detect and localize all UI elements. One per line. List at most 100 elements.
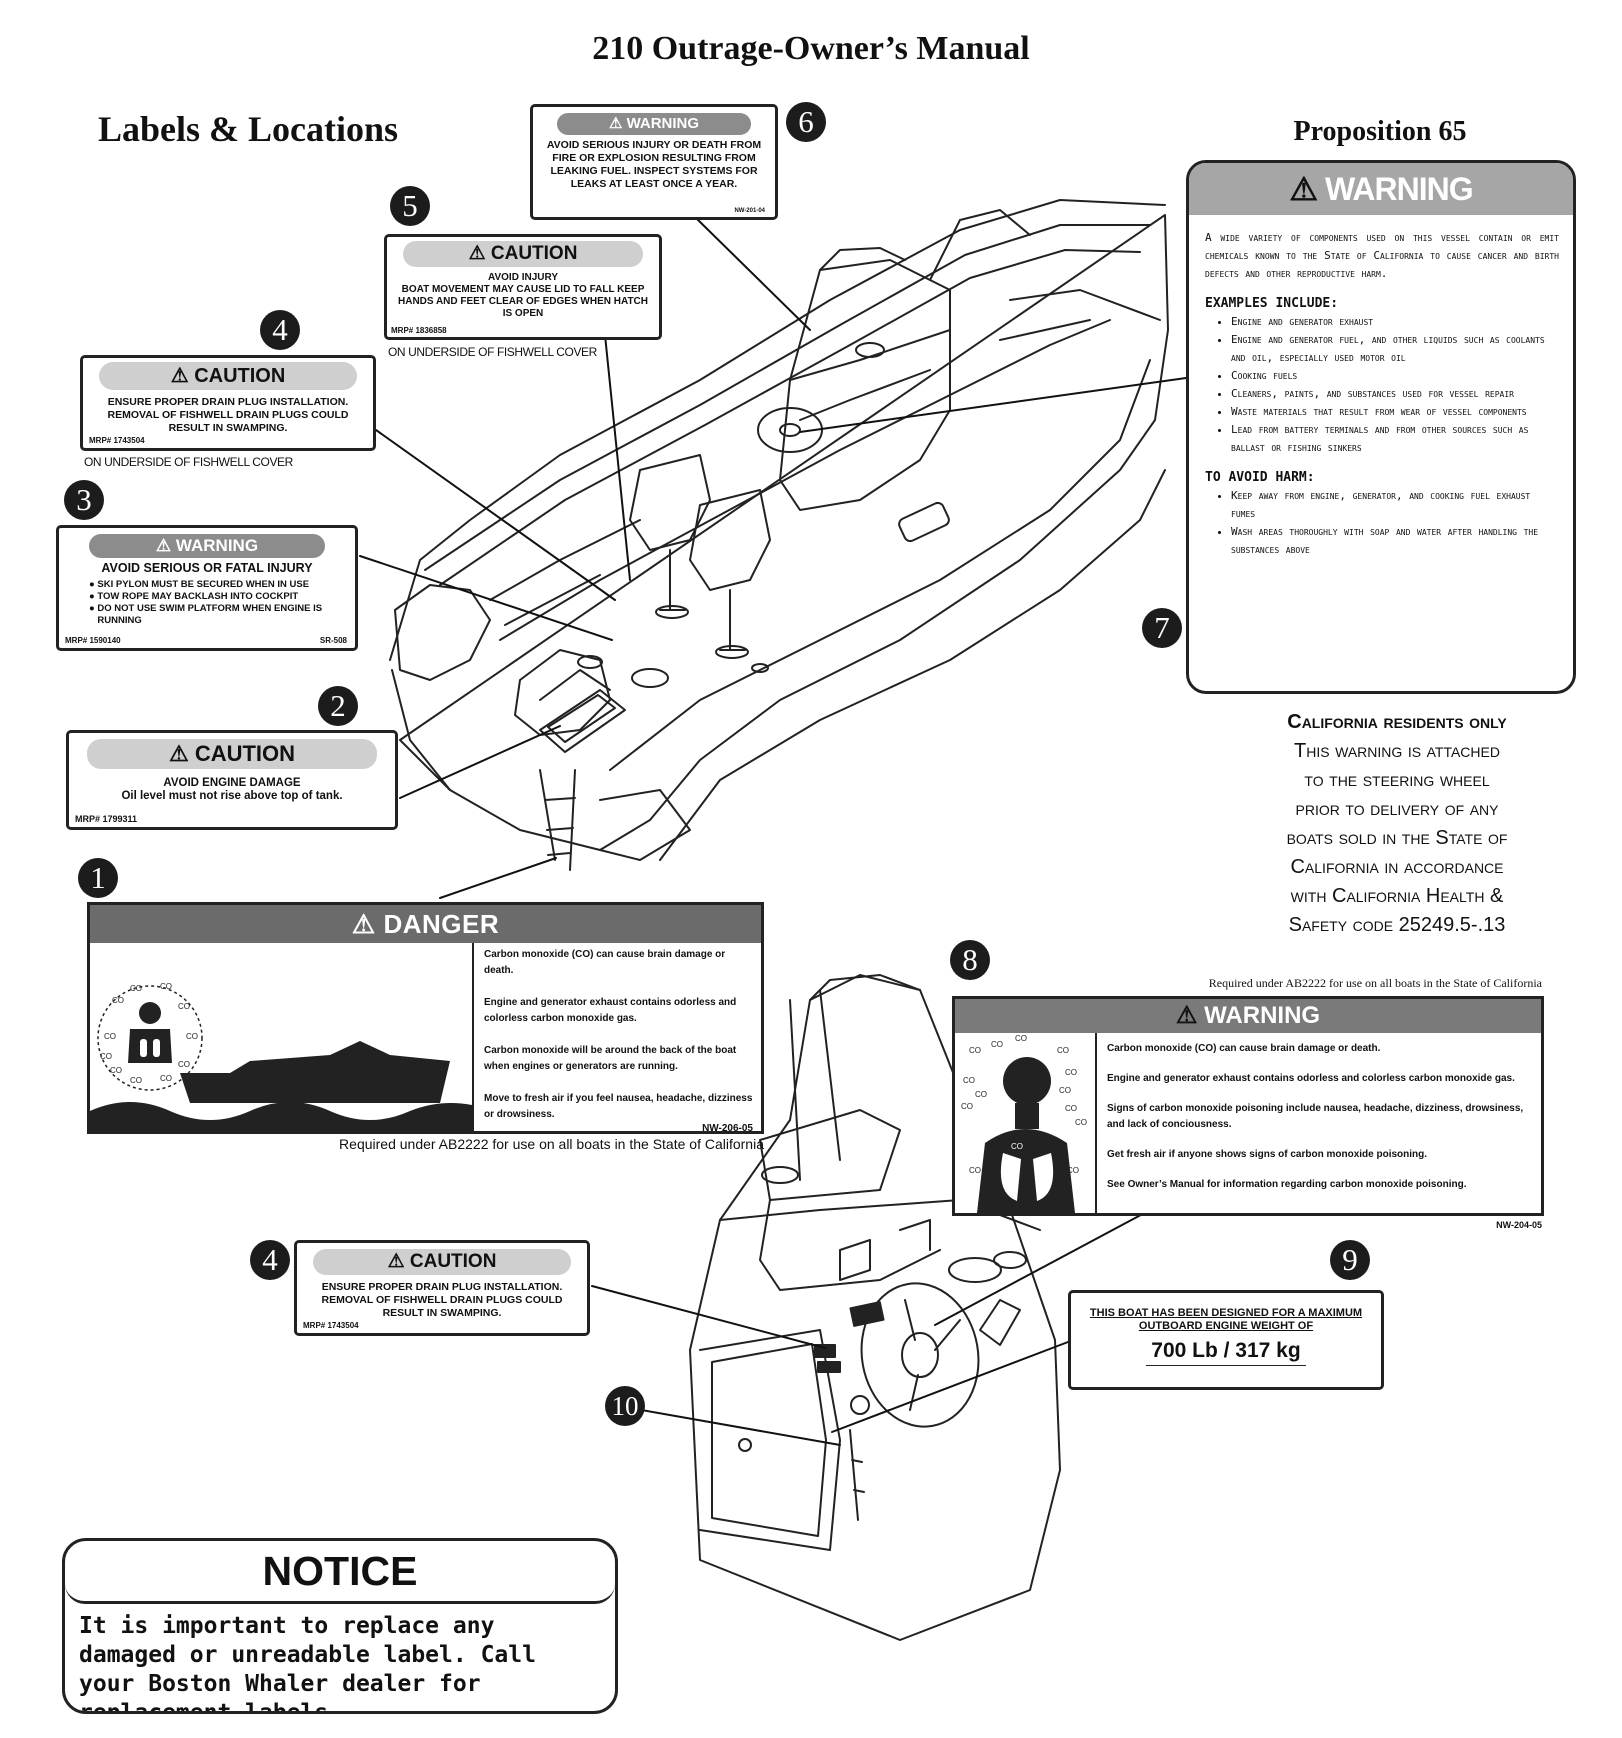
badge-10: 10	[605, 1386, 645, 1426]
prop65-title: Proposition 65	[1293, 116, 1467, 147]
label-3-headline: AVOID SERIOUS OR FATAL INJURY	[101, 561, 313, 575]
svg-text:CO: CO	[178, 1002, 190, 1011]
label-3-code: SR-508	[319, 636, 347, 645]
label-4-mrp: MRP# 1743504	[89, 436, 145, 445]
svg-text:CO: CO	[178, 1060, 190, 1069]
svg-text:CO: CO	[969, 1166, 981, 1175]
svg-text:CO: CO	[1003, 1164, 1015, 1173]
label-9-rule	[1146, 1365, 1306, 1366]
svg-text:CO: CO	[969, 1046, 981, 1055]
label-5-fishwell-lid-caution: ⚠ CAUTION AVOID INJURY BOAT MOVEMENT MAY…	[384, 234, 662, 340]
prop65-examples-heading: EXAMPLES INCLUDE:	[1205, 296, 1339, 311]
label-3-list: ● SKI PYLON MUST BE SECURED WHEN IN USE …	[89, 579, 355, 627]
prop65-avoid-heading: TO AVOID HARM:	[1205, 470, 1315, 485]
notice-title: NOTICE	[65, 1541, 615, 1604]
label-1-text: Carbon monoxide (CO) can cause brain dam…	[474, 943, 761, 1134]
prop65-example: Cleaners, paints, and substances used fo…	[1231, 385, 1559, 403]
prop65-example: Lead from battery terminals and from oth…	[1231, 421, 1559, 457]
california-line: with California Health &	[1290, 885, 1504, 907]
svg-text:CO: CO	[1035, 1176, 1047, 1185]
label-4-console-text: ENSURE PROPER DRAIN PLUG INSTALLATION. R…	[321, 1281, 563, 1319]
label-3-item: ● TOW ROPE MAY BACKLASH INTO COCKPIT	[89, 591, 299, 602]
svg-text:CO: CO	[1059, 1086, 1071, 1095]
prop65-avoid-item: Wash areas thoroughly with soap and wate…	[1231, 523, 1559, 559]
prop65-signal: ⚠ WARNING	[1189, 163, 1573, 215]
badge-5: 5	[390, 186, 430, 226]
label-1-signal: ⚠ DANGER	[90, 905, 761, 943]
badge-4-console: 4	[250, 1240, 290, 1280]
prop65-warning: ⚠ WARNING A wide variety of components u…	[1186, 160, 1576, 694]
notice-box: NOTICE It is important to replace any da…	[62, 1538, 618, 1714]
label-9-max-engine-weight: THIS BOAT HAS BEEN DESIGNED FOR A MAXIMU…	[1068, 1290, 1384, 1390]
label-4-text: ENSURE PROPER DRAIN PLUG INSTALLATION. R…	[107, 396, 349, 434]
label-3-signal: ⚠ WARNING	[89, 534, 325, 558]
california-line: This warning is attached	[1294, 740, 1500, 762]
label-4-location: ON UNDERSIDE OF FISHWELL COVER	[84, 455, 293, 469]
label-5-mrp: MRP# 1836858	[391, 326, 447, 335]
label-1-note: Required under AB2222 for use on all boa…	[339, 1136, 764, 1152]
label-2-signal: ⚠ CAUTION	[87, 739, 377, 769]
svg-text:CO: CO	[112, 996, 124, 1005]
label-2-text: Oil level must not rise above top of tan…	[121, 790, 343, 802]
label-8-para: Engine and generator exhaust contains od…	[1107, 1073, 1515, 1084]
badge-4: 4	[260, 310, 300, 350]
label-8-code: NW-204-05	[1496, 1220, 1542, 1230]
label-2-engine-oil-caution: ⚠ CAUTION AVOID ENGINE DAMAGE Oil level …	[66, 730, 398, 830]
label-1-para: Move to fresh air if you feel nausea, he…	[484, 1093, 753, 1120]
prop65-avoid-item: Keep away from engine, generator, and co…	[1231, 487, 1559, 523]
svg-text:CO: CO	[160, 982, 172, 991]
prop65-examples: Engine and generator exhaust Engine and …	[1205, 313, 1559, 457]
document-title: 210 Outrage-Owner’s Manual	[592, 30, 1030, 67]
svg-text:CO: CO	[1011, 1142, 1023, 1151]
label-3-item: ● DO NOT USE SWIM PLATFORM WHEN ENGINE I…	[89, 603, 323, 626]
svg-text:CO: CO	[1015, 1034, 1027, 1043]
label-6-text: AVOID SERIOUS INJURY OR DEATH FROM FIRE …	[546, 139, 762, 190]
svg-text:CO: CO	[186, 1032, 198, 1041]
label-5-signal: ⚠ CAUTION	[403, 241, 643, 267]
label-4-signal: ⚠ CAUTION	[99, 362, 357, 390]
svg-text:CO: CO	[160, 1074, 172, 1083]
label-8-para: Get fresh air if anyone shows signs of c…	[1107, 1149, 1428, 1160]
california-line: to the steering wheel	[1304, 769, 1490, 791]
label-5-text: BOAT MOVEMENT MAY CAUSE LID TO FALL KEEP…	[398, 284, 648, 319]
svg-text:CO: CO	[975, 1090, 987, 1099]
label-3-mrp: MRP# 1590140	[65, 636, 121, 645]
label-6-signal: ⚠ WARNING	[557, 113, 751, 135]
badge-9: 9	[1330, 1240, 1370, 1280]
label-5-headline: AVOID INJURY	[487, 272, 558, 283]
prop65-example: Engine and generator exhaust	[1231, 313, 1559, 331]
notice-text: It is important to replace any damaged o…	[79, 1613, 536, 1714]
prop65-example: Cooking fuels	[1231, 367, 1559, 385]
label-1-para: Carbon monoxide (CO) can cause brain dam…	[484, 949, 726, 976]
label-1-para: Engine and generator exhaust contains od…	[484, 997, 737, 1024]
svg-text:CO: CO	[110, 1066, 122, 1075]
label-6-fuel-warning: ⚠ WARNING AVOID SERIOUS INJURY OR DEATH …	[530, 104, 778, 220]
label-8-para: Signs of carbon monoxide poisoning inclu…	[1107, 1103, 1524, 1130]
label-4-console-caution: ⚠ CAUTION ENSURE PROPER DRAIN PLUG INSTA…	[294, 1240, 590, 1336]
label-1-code: NW-206-05	[702, 1123, 753, 1134]
label-8-text: Carbon monoxide (CO) can cause brain dam…	[1097, 1033, 1541, 1213]
label-3-item: ● SKI PYLON MUST BE SECURED WHEN IN USE	[89, 579, 310, 590]
label-4-console-signal: ⚠ CAUTION	[313, 1249, 571, 1275]
label-3-ski-pylon-warning: ⚠ WARNING AVOID SERIOUS OR FATAL INJURY …	[56, 525, 358, 651]
prop65-example: Engine and generator fuel, and other liq…	[1231, 331, 1559, 367]
badge-8: 8	[950, 940, 990, 980]
label-1-para: Carbon monoxide will be around the back …	[484, 1045, 737, 1072]
label-9-weight: 700 Lb / 317 kg	[1151, 1339, 1301, 1362]
section-title: Labels & Locations	[98, 109, 399, 149]
badge-6: 6	[786, 102, 826, 142]
label-4-console-mrp: MRP# 1743504	[303, 1321, 359, 1330]
california-line: California in accordance	[1290, 856, 1504, 878]
prop65-body: A wide variety of components used on thi…	[1189, 215, 1573, 559]
svg-text:CO: CO	[1065, 1068, 1077, 1077]
svg-text:CO: CO	[130, 984, 142, 993]
badge-3: 3	[64, 480, 104, 520]
svg-text:CO: CO	[961, 1102, 973, 1111]
